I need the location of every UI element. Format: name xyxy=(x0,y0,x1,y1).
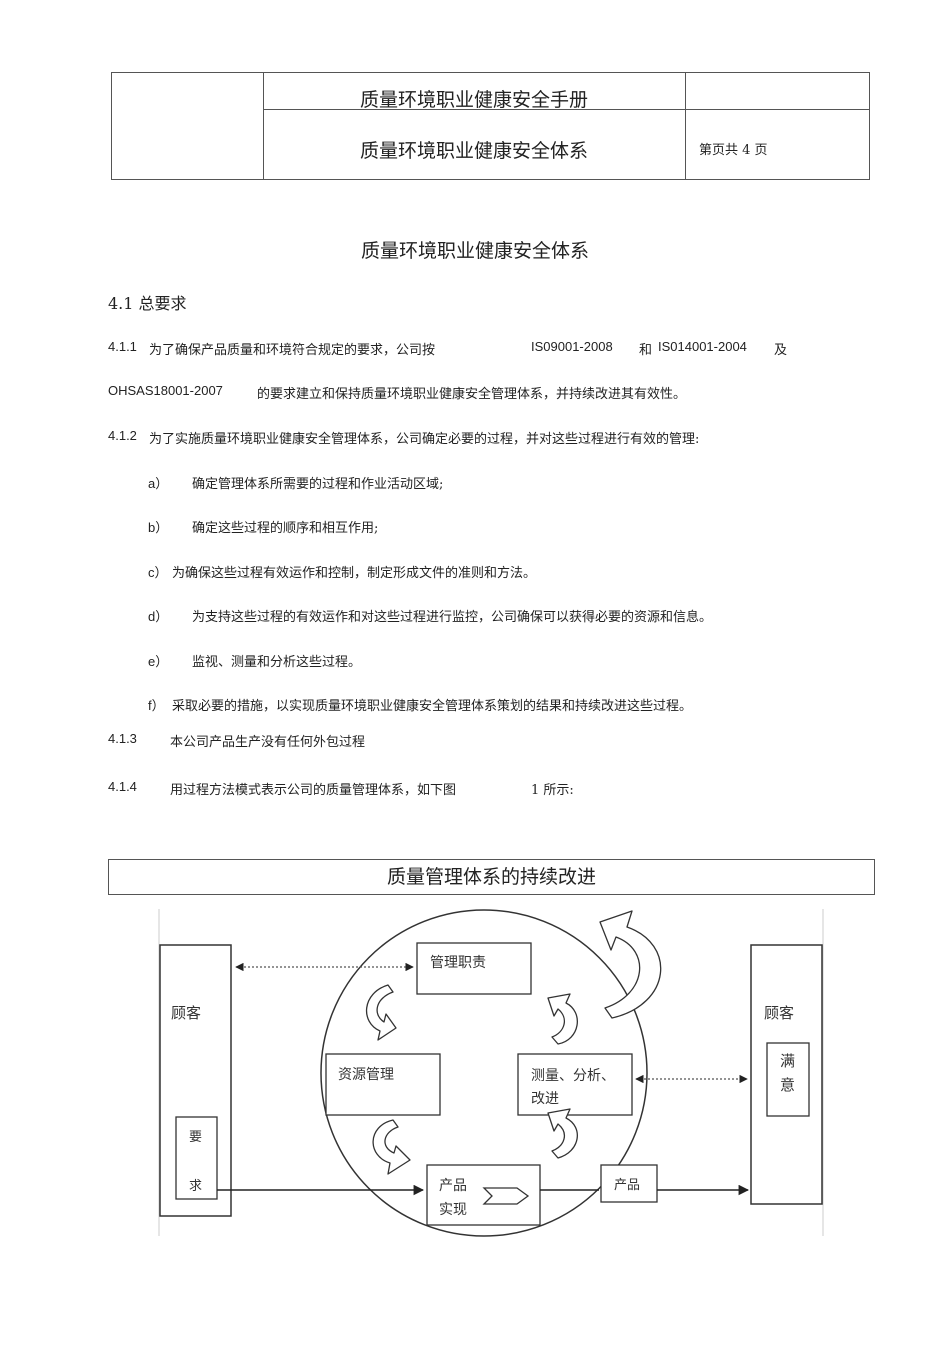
resource-mgmt-label: 资源管理 xyxy=(338,1067,394,1083)
customer-right-box xyxy=(750,944,823,1205)
product-realization-label: 实现 xyxy=(439,1202,467,1218)
requirement-label: 求 xyxy=(189,1179,202,1194)
mgmt-responsibility-label: 管理职责 xyxy=(430,955,486,971)
para-4-1-2-number: 4.1.2 xyxy=(108,428,137,443)
para-4-1-3-number: 4.1.3 xyxy=(108,731,137,746)
para-4-1-4-number: 4.1.4 xyxy=(108,779,137,794)
para-4-1-4-text: 用过程方法模式表示公司的质量管理体系，如下图 xyxy=(170,783,457,798)
standard-iso14001: IS014001-2004 xyxy=(658,339,747,354)
figure-reference: 1 所示: xyxy=(531,783,574,798)
satisfaction-label: 满 xyxy=(780,1052,795,1070)
list-item: 采取必要的措施，以实现质量环境职业健康安全管理体系策划的结果和持续改进这些过程。 xyxy=(172,699,693,714)
measurement-label: 测量、分析、 xyxy=(531,1068,615,1084)
section-heading-4-1: 4.1 总要求 xyxy=(108,294,187,313)
para-4-1-1-conj: 和 xyxy=(639,343,653,358)
list-item: 为确保这些过程有效运作和控制，制定形成文件的准则和方法。 xyxy=(172,566,537,581)
system-title: 质量环境职业健康安全体系 xyxy=(359,140,588,162)
para-4-1-1-text: 为了确保产品质量和环境符合规定的要求，公司按 xyxy=(149,343,436,358)
list-item: 为支持这些过程的有效运作和对这些过程进行监控，公司确保可以获得必要的资源和信息。 xyxy=(192,610,713,625)
para-4-1-2-text: 为了实施质量环境职业健康安全管理体系，公司确定必要的过程，并对这些过程进行有效的… xyxy=(149,432,700,447)
diagram-title: 质量管理体系的持续改进 xyxy=(108,859,875,895)
requirement-box xyxy=(175,1116,218,1200)
list-item: 确定这些过程的顺序和相互作用; xyxy=(192,521,379,536)
list-marker: c） xyxy=(148,565,168,580)
standard-iso9001: IS09001-2008 xyxy=(531,339,613,354)
list-marker: e） xyxy=(148,654,169,669)
header-table: 质量环境职业健康安全手册 质量环境职业健康安全体系 第页共 4 页 xyxy=(111,72,870,180)
list-marker: b） xyxy=(148,520,169,535)
cycle-arrow-icon xyxy=(547,1108,578,1159)
list-item: 确定管理体系所需要的过程和作业活动区域; xyxy=(192,477,444,492)
measurement-box xyxy=(517,1053,633,1116)
product-realization-label: 产品 xyxy=(439,1178,467,1194)
cycle-arrow-icon xyxy=(372,1119,411,1175)
page-info: 第页共 4 页 xyxy=(699,143,768,158)
customer-left-label: 顾客 xyxy=(171,1004,201,1022)
header-divider xyxy=(685,73,686,179)
para-4-1-1-conj: 及 xyxy=(774,343,788,358)
requirement-label: 要 xyxy=(189,1130,202,1145)
list-marker: f） xyxy=(148,698,165,713)
list-item: 监视、测量和分析这些过程。 xyxy=(192,655,362,670)
customer-left-box xyxy=(159,944,232,1217)
improvement-cycle-icon xyxy=(599,910,662,1019)
product-realization-box xyxy=(426,1164,541,1226)
product-label: 产品 xyxy=(614,1178,640,1193)
para-4-1-1-number: 4.1.1 xyxy=(108,339,137,354)
para-4-1-3-text: 本公司产品生产没有任何外包过程 xyxy=(170,735,366,750)
para-4-1-1-text: 的要求建立和保持质量环境职业健康安全管理体系，并持续改进其有效性。 xyxy=(257,387,687,402)
document-title: 质量环境职业健康安全体系 xyxy=(360,240,589,262)
header-divider xyxy=(263,73,264,179)
measurement-label: 改进 xyxy=(531,1091,559,1107)
process-circle xyxy=(320,909,648,1237)
list-marker: d） xyxy=(148,609,169,624)
standard-ohsas18001: OHSAS18001-2007 xyxy=(108,383,223,398)
resource-mgmt-box xyxy=(325,1053,441,1116)
header-divider xyxy=(263,109,869,110)
satisfaction-label: 意 xyxy=(780,1076,795,1094)
list-marker: a） xyxy=(148,476,169,491)
customer-right-label: 顾客 xyxy=(764,1004,794,1022)
mgmt-responsibility-box xyxy=(416,942,532,995)
cycle-arrow-icon xyxy=(365,984,397,1041)
process-arrow-icon xyxy=(482,1187,530,1205)
product-box xyxy=(600,1164,658,1203)
cycle-arrow-icon xyxy=(547,993,578,1045)
manual-title: 质量环境职业健康安全手册 xyxy=(359,89,588,111)
satisfaction-box xyxy=(766,1042,810,1117)
